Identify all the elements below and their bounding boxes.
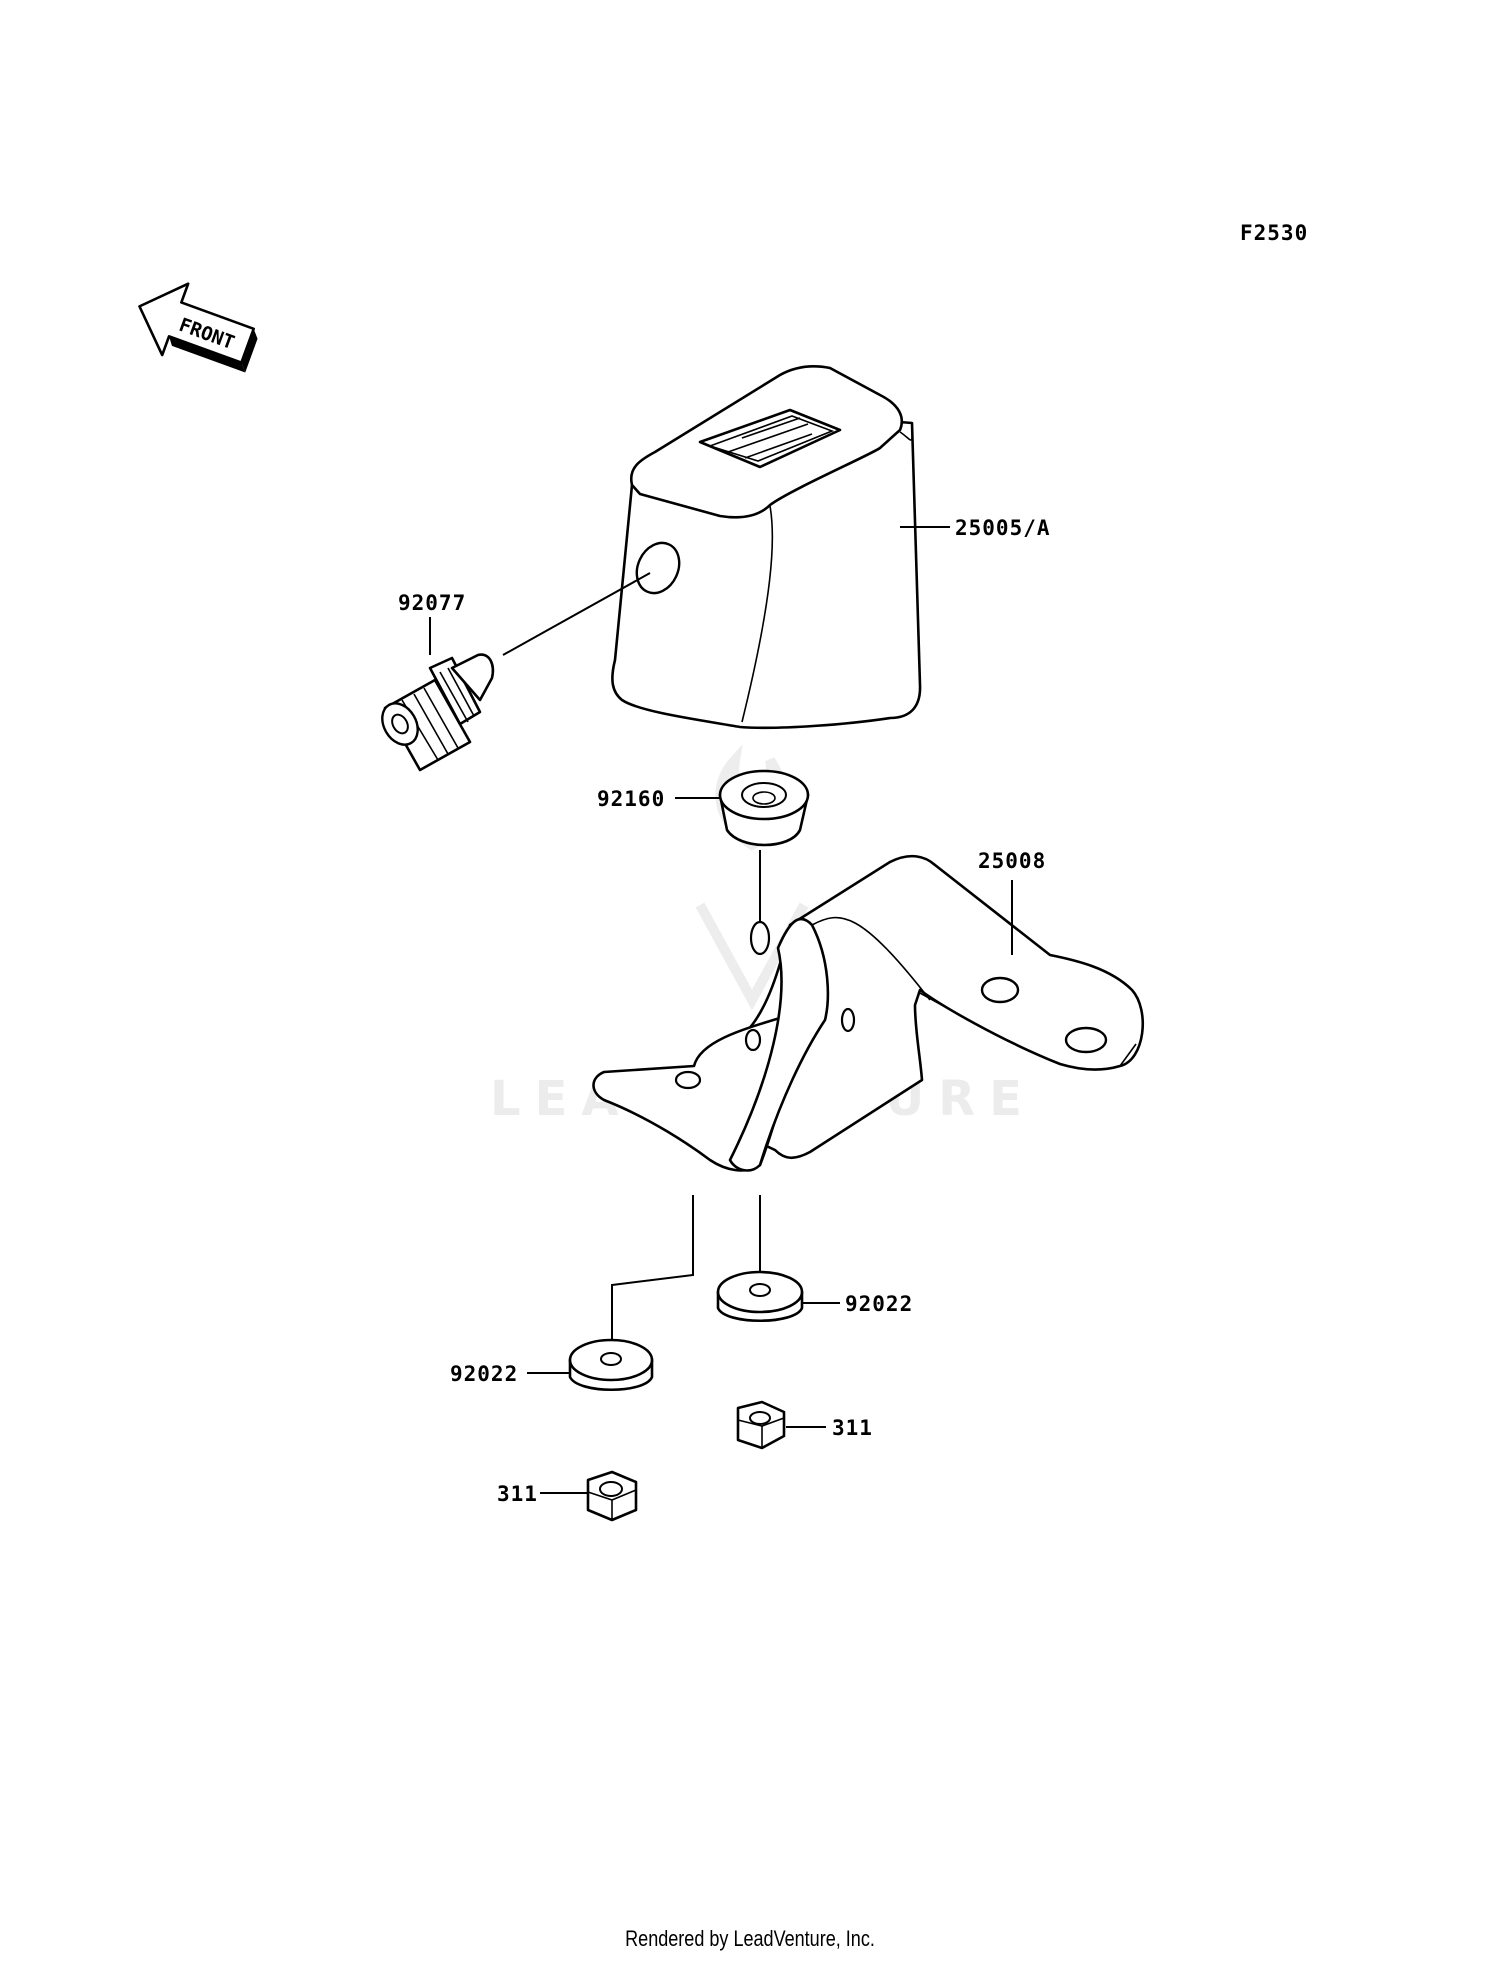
washer-left: 92022 [450, 1195, 694, 1391]
meter-case: 25005/A [611, 364, 1051, 730]
nut-right: 311 [736, 1400, 873, 1450]
cable-fitting: 92077 [381, 572, 651, 772]
front-arrow-icon: FRONT [138, 282, 258, 373]
label-washer-right: 92022 [845, 1292, 913, 1316]
figure-code: F2530 [1240, 221, 1308, 245]
washer-right: 92022 [716, 1195, 913, 1322]
label-cable-fitting: 92077 [398, 591, 466, 615]
label-nut-left: 311 [497, 1482, 538, 1506]
nut-left: 311 [497, 1470, 638, 1522]
label-washer-left: 92022 [450, 1362, 518, 1386]
grommet: 92160 [597, 769, 810, 950]
bracket: 25008 [592, 849, 1144, 1172]
footer-credit: Rendered by LeadVenture, Inc. [625, 1926, 875, 1951]
label-bracket: 25008 [978, 849, 1046, 873]
label-nut-right: 311 [832, 1416, 873, 1440]
label-grommet: 92160 [597, 787, 665, 811]
label-meter-case: 25005/A [955, 516, 1051, 540]
